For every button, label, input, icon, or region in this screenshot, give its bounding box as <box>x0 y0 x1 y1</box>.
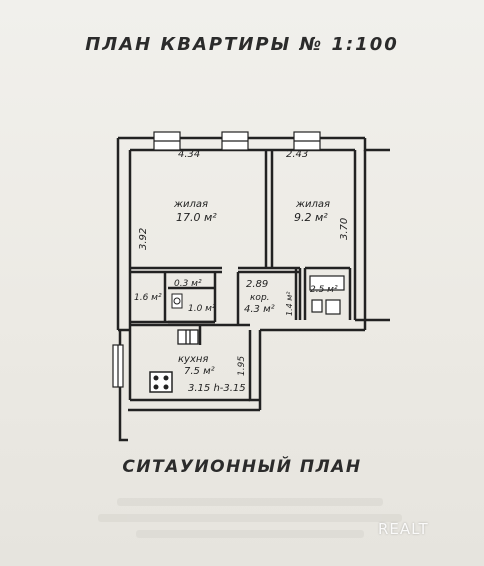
dim-kitchen-height: 1.95 <box>237 356 247 376</box>
plan-walls <box>116 136 390 442</box>
stove-icon <box>149 371 173 393</box>
faded-text-block <box>60 490 440 550</box>
corridor-area: 4.3 м² <box>244 304 275 315</box>
dim-right-height: 3.70 <box>339 218 350 240</box>
room2-name: жилая <box>295 199 330 210</box>
document-subtitle: СИТАУИОННЫЙ ПЛАН <box>122 457 362 477</box>
small-room-area: 1.4 м² <box>285 291 294 316</box>
closet-a-area: 0.3 м² <box>174 279 202 289</box>
closet-b-area: 1.6 м² <box>134 293 162 303</box>
kitchen-area: 7.5 м² <box>184 366 215 377</box>
corridor-name: кор. <box>250 293 270 303</box>
kitchen-name: кухня <box>178 354 208 365</box>
document-title: ПЛАН КВАРТИРЫ № 1:100 <box>85 34 399 55</box>
closet-c-area: 1.0 м² <box>188 304 216 314</box>
dim-corridor: 2.89 <box>246 279 268 290</box>
bath-fixtures <box>309 275 345 315</box>
dim-left-height: 3.92 <box>138 228 149 250</box>
realt-watermark: REALT <box>378 520 429 538</box>
room2-area: 9.2 м² <box>294 211 328 224</box>
sink-icon <box>177 329 199 345</box>
dim-kitchen-bottom: 3.15 h-3.15 <box>188 383 246 394</box>
room1-area: 17.0 м² <box>176 211 217 224</box>
dim-top-right: 2.43 <box>286 149 308 160</box>
room1-name: жилая <box>173 199 208 210</box>
bath-area: 2.5 м² <box>310 285 338 295</box>
dim-top-left: 4.34 <box>178 149 200 160</box>
windows <box>112 131 321 388</box>
closet-fixtures <box>171 293 183 309</box>
